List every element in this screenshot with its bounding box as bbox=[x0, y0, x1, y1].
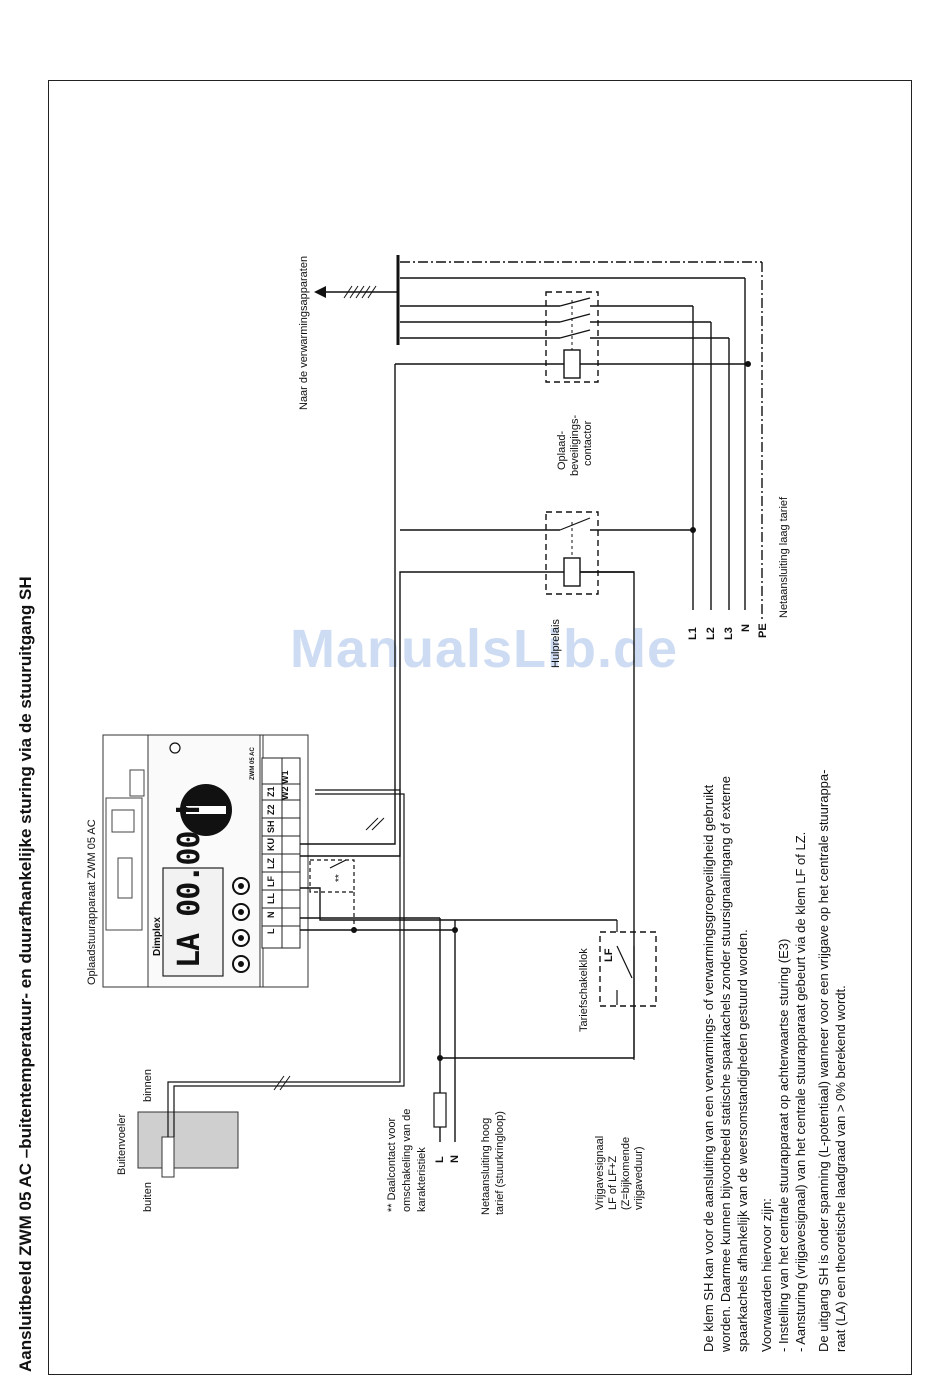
description-line-7: De uitgang SH is onder spanning (L-poten… bbox=[816, 769, 831, 1352]
contactor-label-3: contactor bbox=[582, 420, 594, 466]
mains-high-label-2: tarief (stuurkringloop) bbox=[494, 1111, 506, 1215]
phase-N: N bbox=[740, 624, 752, 632]
mains-high-label-1: Netaansluiting hoog bbox=[480, 1117, 492, 1215]
timer-contact-label: LF bbox=[603, 948, 615, 962]
terminal-KU: KU bbox=[266, 838, 276, 851]
changeover-label-1: ** Daalcontact voor bbox=[386, 1117, 398, 1212]
release-label-3: (Z=bijkomende bbox=[620, 1136, 632, 1210]
terminal-W2: W2 bbox=[280, 786, 290, 801]
lcd-readout: LA 00.00 h bbox=[172, 797, 207, 968]
terminal-N: N bbox=[266, 911, 276, 919]
terminal-block bbox=[261, 757, 301, 949]
watermark: ManualsLib.de bbox=[290, 619, 679, 679]
heaters-label: Naar de verwarmingsapparaten bbox=[298, 255, 310, 410]
description-line-8: raat (LA) een theoretische laadgraad van… bbox=[833, 985, 848, 1352]
description-line-4: Voorwaarden hiervoor zijn: bbox=[759, 1198, 774, 1352]
device-label: Oplaadstuurapparaat ZWM 05 AC bbox=[86, 819, 98, 985]
outside-label: buiten bbox=[142, 1182, 154, 1212]
changeover-label-2: omschakeling van de bbox=[401, 1108, 413, 1212]
release-label-1: Vrijgavesignaal bbox=[594, 1135, 606, 1210]
mains-low-label: Netaansluiting laag tarief bbox=[778, 496, 790, 618]
contactor-label-1: Oplaad- bbox=[556, 430, 568, 470]
sensor-label: Buitenvoeler bbox=[116, 1113, 128, 1175]
mains-L-label: L bbox=[434, 1156, 446, 1163]
phase-L3: L3 bbox=[723, 627, 735, 640]
phase-PE: PE bbox=[757, 623, 769, 638]
description-line-3: spaarkachels afhankelijk van de weersoms… bbox=[735, 929, 750, 1352]
device-model: ZWM 05 AC bbox=[250, 747, 256, 780]
stars-label: ** bbox=[334, 874, 345, 882]
timer-label: Tariefschakelklok bbox=[578, 948, 590, 1032]
terminal-W1: W1 bbox=[280, 770, 290, 785]
terminal-LZ: LZ bbox=[266, 858, 276, 869]
terminal-Z1: Z1 bbox=[266, 786, 276, 797]
release-label-2: LF of LF+Z bbox=[607, 1155, 619, 1210]
terminal-L: L bbox=[266, 928, 276, 935]
description-line-2: worden. Daarmee kunnen bijvoorbeeld stat… bbox=[718, 776, 733, 1352]
description-line-6: - Aansturing (vrijgavesignaal) van het c… bbox=[793, 831, 808, 1352]
contactor-label-2: beveiligings- bbox=[569, 414, 581, 476]
aux-relay-box bbox=[545, 511, 599, 595]
drawing-frame bbox=[48, 80, 912, 1375]
sensor-box bbox=[137, 1111, 239, 1169]
phase-L1: L1 bbox=[687, 627, 699, 640]
terminal-SH: SH bbox=[266, 820, 276, 833]
release-label-4: vrijgaveduur) bbox=[633, 1146, 645, 1210]
terminal-LL: LL bbox=[266, 893, 276, 904]
phase-L2: L2 bbox=[705, 627, 717, 640]
description-line-5: - Instelling van het centrale stuurappar… bbox=[776, 938, 791, 1352]
changeover-label-3: karakteristiek bbox=[416, 1147, 428, 1212]
sensor-probe bbox=[161, 1136, 175, 1178]
description-line-1: De klem SH kan voor de aansluiting van e… bbox=[701, 784, 716, 1352]
tariff-clock-box bbox=[599, 931, 657, 1007]
fuse bbox=[433, 1092, 447, 1128]
terminal-Z2: Z2 bbox=[266, 804, 276, 815]
inside-label: binnen bbox=[142, 1068, 154, 1102]
device-brand: Dimplex bbox=[152, 917, 163, 956]
relay-label: Hulprelais bbox=[550, 619, 562, 668]
lcd-display bbox=[162, 867, 224, 977]
terminal-LF: LF bbox=[266, 876, 276, 887]
mains-N-label: N bbox=[449, 1155, 461, 1163]
contactor-box bbox=[545, 291, 599, 383]
